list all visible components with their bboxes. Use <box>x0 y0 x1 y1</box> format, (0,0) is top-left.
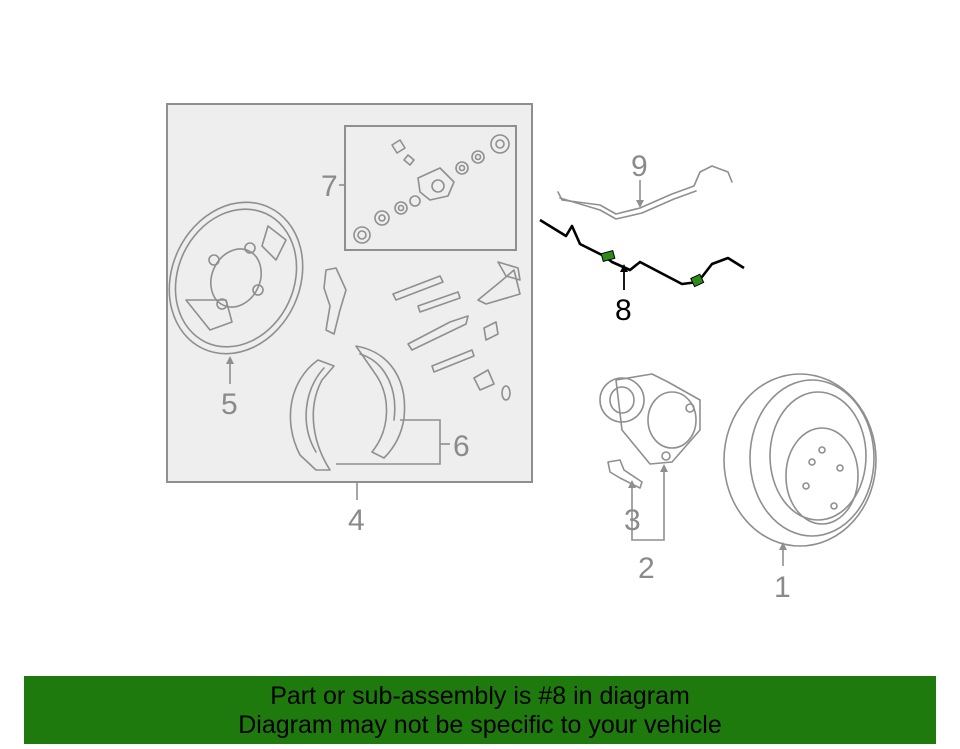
assembly-7-box <box>344 125 517 251</box>
banner-line-1: Part or sub-assembly is #8 in diagram <box>270 682 690 710</box>
bolt-3 <box>607 459 643 489</box>
brake-line-clip <box>690 273 705 288</box>
callout-9: 9 <box>631 150 648 183</box>
callout-3: 3 <box>624 504 641 537</box>
brake-hose-9 <box>557 165 733 215</box>
leader-lines <box>226 180 787 566</box>
callout-1: 1 <box>774 571 791 604</box>
brake-hardware <box>323 261 521 401</box>
brake-drum <box>723 373 877 547</box>
brake-line-8 <box>539 218 745 286</box>
callout-7: 7 <box>321 170 338 203</box>
backing-plate <box>168 201 304 355</box>
callout-2: 2 <box>638 552 655 585</box>
wheel-cylinder-kit <box>353 134 510 244</box>
brake-shoes <box>289 345 406 471</box>
callout-4: 4 <box>348 504 365 537</box>
hub-bearing <box>599 373 701 465</box>
callout-5: 5 <box>221 388 238 421</box>
brake-line-clip <box>600 249 616 263</box>
banner-line-2: Diagram may not be specific to your vehi… <box>238 711 722 739</box>
info-banner: Part or sub-assembly is #8 in diagram Di… <box>24 676 936 744</box>
callout-6: 6 <box>453 430 470 463</box>
callout-8: 8 <box>615 294 632 327</box>
